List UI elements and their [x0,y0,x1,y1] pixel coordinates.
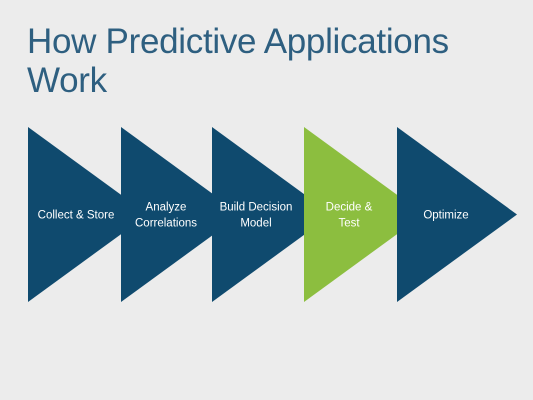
step-label-4-line-2: Test [338,218,360,230]
step-label-4-line-1: Decide & [326,202,373,214]
step-chevron-3 [212,127,332,302]
step-chevron-1 [28,127,148,302]
step-label-3-line-1: Build Decision [220,202,293,214]
slide-title: How Predictive Applications Work [27,22,449,100]
step-label-5-line-1: Optimize [423,210,468,222]
step-chevron-5 [397,127,517,302]
step-chevron-2 [121,127,241,302]
step-label-1-line-1: Collect & Store [38,210,115,222]
step-label-3-line-2: Model [240,218,271,230]
step-chevron-4 [304,127,424,302]
step-label-2-line-2: Correlations [135,218,197,230]
step-label-2-line-1: Analyze [146,202,187,214]
